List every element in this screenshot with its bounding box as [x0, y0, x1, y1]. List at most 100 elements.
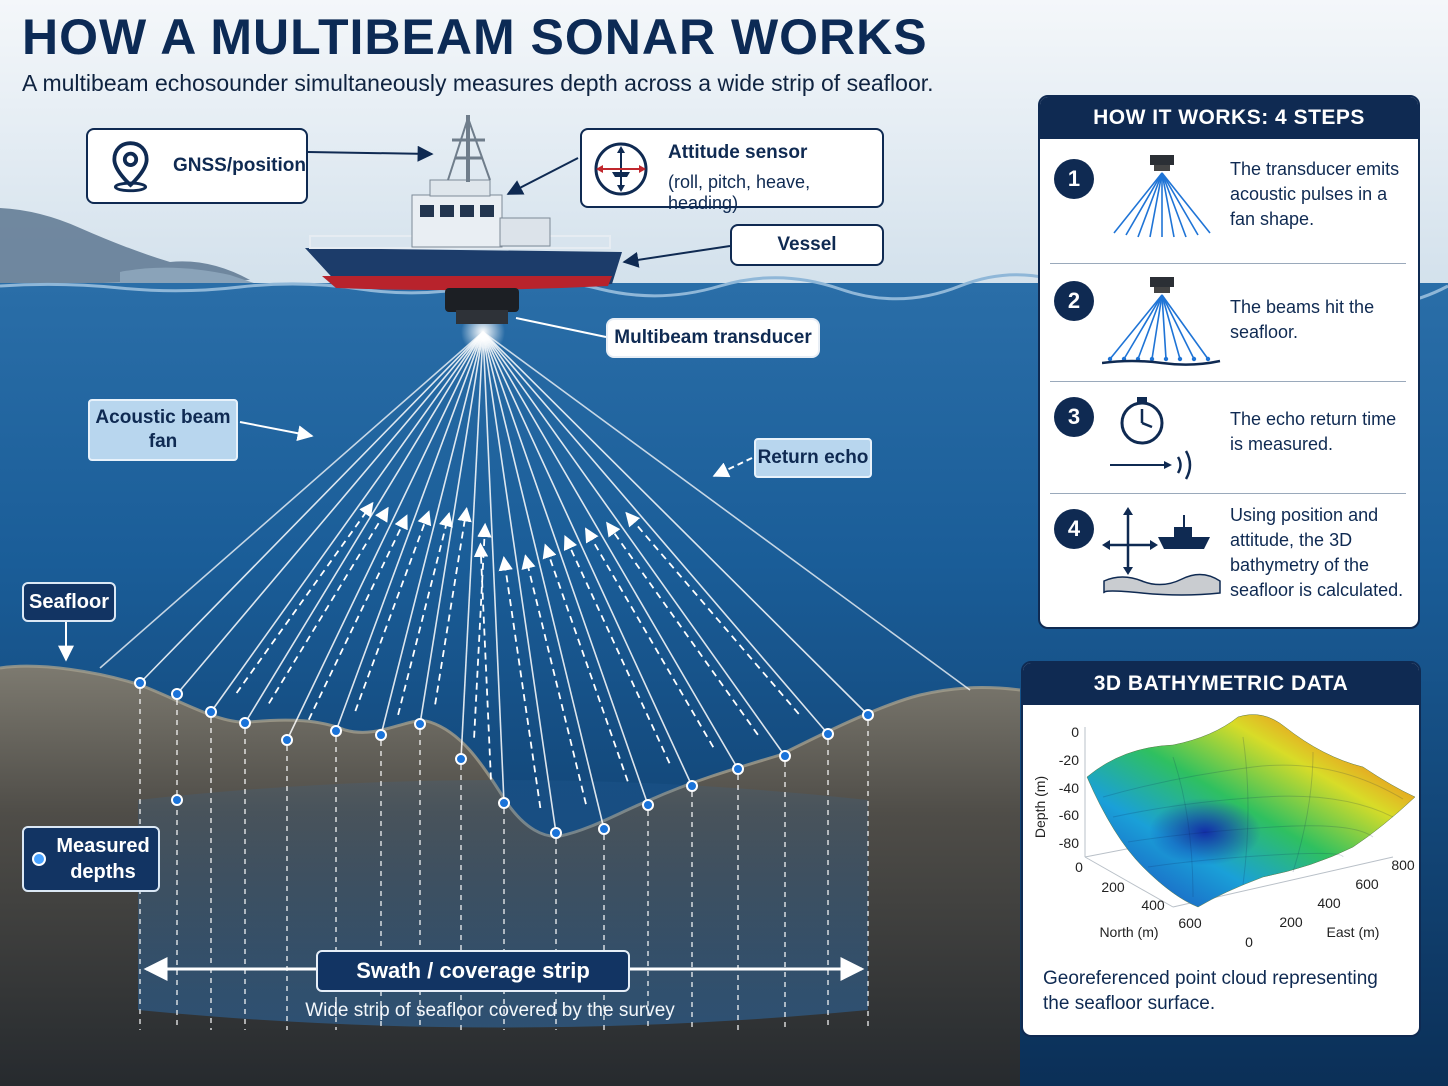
acoustic-beam-fan [99, 331, 971, 834]
step-3-number: 3 [1054, 397, 1094, 437]
return-echo-callout: Return echo [754, 438, 872, 478]
east-tick-400: 400 [1317, 895, 1341, 911]
step-1-number: 1 [1054, 159, 1094, 199]
transducer-pointer [515, 317, 607, 338]
page-subtitle: A multibeam echosounder simultaneously m… [22, 70, 934, 96]
measured-depth-point [455, 753, 467, 765]
depth-tick-20: -20 [1059, 752, 1079, 768]
step-4-text: Using position and attitude, the 3D bath… [1230, 505, 1404, 600]
return-echo [397, 511, 453, 716]
measured-label-line2: depths [70, 861, 136, 883]
beam-fan-edge [482, 331, 971, 691]
step-2-number: 2 [1054, 281, 1094, 321]
attitude-pointer [506, 157, 579, 195]
step-divider [1050, 263, 1406, 264]
return-echo [521, 554, 587, 805]
acoustic-beam [335, 331, 484, 732]
bathymetry-caption: Georeferenced point cloud representing t… [1043, 968, 1378, 1014]
measured-depths-callout: Measured depths [22, 826, 160, 892]
bathymetry-3d-plot: 0 -20 -40 -60 -80 Depth (m) 0 200 400 60… [1032, 714, 1416, 950]
beam-fan-edge [99, 331, 484, 669]
vessel-label: Vessel [777, 234, 837, 255]
east-tick-800: 800 [1391, 857, 1415, 873]
north-tick-200: 200 [1101, 879, 1125, 895]
return-echo [542, 543, 629, 782]
acoustic-beam [482, 331, 649, 806]
measured-depth-point [498, 797, 510, 809]
attitude-gauge-icon [594, 142, 648, 196]
bathymetry-panel-title: 3D BATHYMETRIC DATA [1023, 663, 1419, 705]
return-echo [268, 506, 389, 704]
acoustic-beam [244, 331, 484, 724]
return-echo-pointer [712, 457, 753, 478]
measured-depth-point [686, 780, 698, 792]
attitude-title: Attitude sensor [668, 142, 808, 163]
swath-label-box: Swath / coverage strip [316, 950, 630, 992]
page-title: HOW A MULTIBEAM SONAR WORKS [22, 9, 928, 65]
beam-fan-callout: Acoustic beam fan [88, 399, 238, 461]
return-echo [307, 514, 408, 720]
measured-depth-point [822, 728, 834, 740]
position-attitude-calc-icon [1102, 507, 1221, 596]
depth-tick-80: -80 [1059, 835, 1079, 851]
measured-depth-point [414, 718, 426, 730]
acoustic-beam [482, 331, 786, 757]
return-echo [563, 534, 671, 764]
measured-depth-point [375, 729, 387, 741]
attitude-callout: Attitude sensor (roll, pitch, heave, hea… [580, 128, 884, 213]
bathymetry-depression [1133, 779, 1293, 875]
vessel-callout: Vessel [730, 224, 884, 266]
north-tick-400: 400 [1141, 897, 1165, 913]
distant-hills-far [120, 267, 260, 285]
acoustic-beam [482, 331, 869, 716]
bathymetry-panel: 3D BATHYMETRIC DATA [1021, 661, 1421, 1037]
vessel-pointer [622, 245, 731, 268]
depth-tick-40: -40 [1059, 780, 1079, 796]
acoustic-beam [482, 331, 829, 735]
transducer-label: Multibeam transducer [614, 327, 812, 348]
attitude-detail: (roll, pitch, heave, heading) [668, 172, 811, 213]
steps-panel-title: HOW IT WORKS: 4 STEPS [1040, 97, 1418, 139]
measured-depth-point [598, 823, 610, 835]
depth-tick-0: 0 [1071, 724, 1079, 740]
acoustic-beam [482, 331, 605, 830]
step-1: 1 The transducer emits acoustic pulses i… [1040, 147, 1410, 263]
vessel-icon [305, 115, 622, 324]
gnss-label: GNSS/position [173, 155, 306, 176]
acoustic-beam [482, 331, 505, 804]
measured-depth-point [779, 750, 791, 762]
seafloor-label: Seafloor [28, 591, 110, 613]
steps-panel: HOW IT WORKS: 4 STEPS 1 The transducer e… [1038, 95, 1420, 629]
measured-depth-points [134, 677, 874, 839]
step-3: 3 The echo return time is measured. [1040, 389, 1410, 505]
north-tick-0: 0 [1075, 859, 1083, 875]
return-echo [235, 501, 374, 694]
step-1-text: The transducer emits acoustic pulses in … [1230, 159, 1400, 229]
return-echo [498, 556, 542, 809]
return-echo [625, 511, 800, 715]
step-4-number: 4 [1054, 509, 1094, 549]
measured-label-line1: Measured [56, 835, 150, 857]
beam-fan-pointer [239, 421, 314, 442]
east-axis-label: East (m) [1327, 924, 1380, 940]
transducer-callout: Multibeam transducer [606, 318, 820, 358]
measured-depth-point [171, 794, 183, 806]
return-echo-arrows [235, 501, 800, 809]
transducer-emit-icon [1113, 155, 1211, 238]
return-echo-label: Return echo [757, 447, 869, 469]
swath-description: Wide strip of seafloor covered by the su… [305, 1000, 675, 1021]
beam-fan-label-line1: Acoustic beam [95, 407, 231, 429]
beam-fan-label-line2: fan [148, 431, 178, 452]
depth-axis-label: Depth (m) [1032, 776, 1048, 838]
acoustic-beam [482, 331, 739, 770]
bathymetry-texture [1102, 736, 1404, 898]
north-tick-600: 600 [1178, 915, 1202, 931]
east-tick-200: 200 [1279, 914, 1303, 930]
gnss-callout: GNSS/position [86, 128, 308, 204]
seafloor-callout: Seafloor [22, 582, 116, 622]
acoustic-beam [460, 331, 484, 760]
acoustic-beam [139, 331, 484, 684]
measured-depth-point [134, 677, 146, 689]
step-4: 4 Using position and attitude, the 3D ba… [1040, 501, 1410, 617]
